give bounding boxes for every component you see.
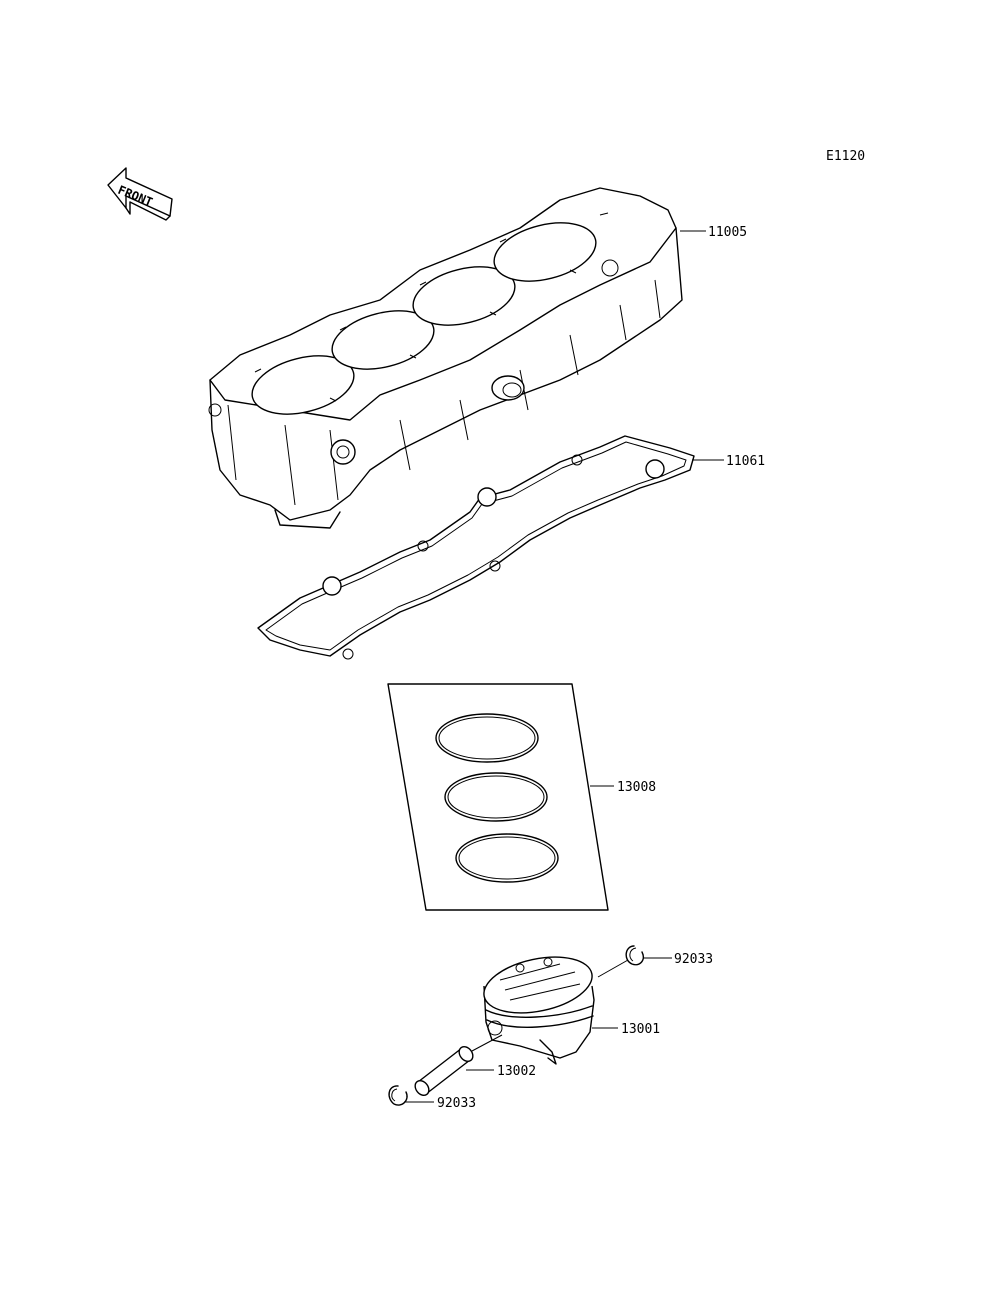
piston-pin-clip-lower-drawing [388,1085,408,1106]
piston-pin-drawing [414,1045,474,1097]
cylinder-block-drawing [208,187,683,529]
part-label-92033-upper: 92033 [674,952,713,967]
piston-ring-set-drawing [387,683,609,911]
part-label-13001: 13001 [621,1022,660,1037]
piston-drawing [483,956,595,1065]
part-label-92033-lower: 92033 [437,1096,476,1111]
diagram-code: E1120 [826,149,865,164]
part-label-11005: 11005 [708,225,747,240]
part-label-13008: 13008 [617,780,656,795]
part-label-13002: 13002 [497,1064,536,1079]
piston-pin-clip-upper-drawing [625,945,644,966]
cylinder-base-gasket-drawing [257,435,695,660]
part-label-11061: 11061 [726,454,765,469]
front-arrow-icon: FRONT [107,167,173,221]
